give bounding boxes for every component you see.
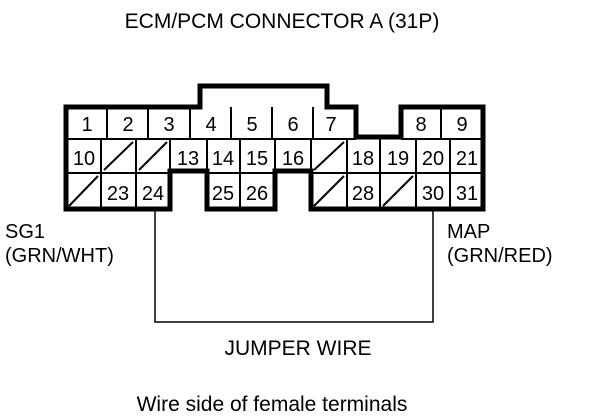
sg1-wire-color: (GRN/WHT) bbox=[5, 245, 114, 267]
terminal-number: 25 bbox=[212, 183, 234, 205]
terminal-number: 20 bbox=[422, 148, 444, 170]
terminal-number: 24 bbox=[142, 183, 164, 205]
blank-cavity-slash bbox=[382, 175, 414, 207]
blank-cavity-marks bbox=[68, 141, 414, 207]
terminal-number: 15 bbox=[246, 148, 268, 170]
blank-cavity-slash bbox=[68, 175, 99, 207]
terminal-number: 4 bbox=[205, 114, 216, 136]
connector-outline bbox=[63, 83, 486, 212]
terminal-number: 3 bbox=[163, 114, 174, 136]
terminal-number: 26 bbox=[246, 183, 268, 205]
sg1-label: SG1 bbox=[5, 221, 45, 243]
terminal-number: 9 bbox=[456, 114, 467, 136]
terminal-number: 10 bbox=[73, 148, 95, 170]
terminal-number: 14 bbox=[212, 148, 234, 170]
terminal-number: 7 bbox=[325, 114, 336, 136]
jumper-wire-label: JUMPER WIRE bbox=[225, 337, 372, 360]
blank-cavity-slash bbox=[313, 175, 345, 207]
footer-caption: Wire side of female terminals bbox=[137, 393, 408, 416]
terminal-number: 19 bbox=[387, 148, 409, 170]
diagram-title: ECM/PCM CONNECTOR A (31P) bbox=[125, 10, 440, 33]
terminal-number: 21 bbox=[456, 148, 478, 170]
terminal-number: 13 bbox=[177, 148, 199, 170]
terminal-number: 8 bbox=[415, 114, 426, 136]
terminal-number: 2 bbox=[122, 114, 133, 136]
terminal-number: 31 bbox=[456, 183, 478, 205]
map-label: MAP bbox=[447, 221, 490, 243]
connector-body bbox=[63, 83, 486, 212]
terminal-row-3: 23 24 25 26 28 30 31 bbox=[107, 183, 478, 205]
terminal-number: 6 bbox=[287, 114, 298, 136]
jumper-wire bbox=[154, 209, 434, 323]
terminal-number: 5 bbox=[246, 114, 257, 136]
terminal-grid bbox=[66, 107, 483, 209]
terminal-number: 28 bbox=[352, 183, 374, 205]
blank-cavity-slash bbox=[313, 141, 345, 171]
terminal-number: 16 bbox=[282, 148, 304, 170]
terminal-number: 18 bbox=[352, 148, 374, 170]
blank-cavity-slash bbox=[138, 141, 168, 171]
terminal-number: 30 bbox=[422, 183, 444, 205]
blank-cavity-slash bbox=[103, 141, 134, 171]
terminal-number: 1 bbox=[81, 114, 92, 136]
terminal-row-1: 1 2 3 4 5 6 7 8 9 bbox=[81, 114, 467, 136]
terminal-row-2: 10 13 14 15 16 18 19 20 21 bbox=[73, 148, 478, 170]
map-wire-color: (GRN/RED) bbox=[447, 245, 553, 267]
terminal-number: 23 bbox=[107, 183, 129, 205]
